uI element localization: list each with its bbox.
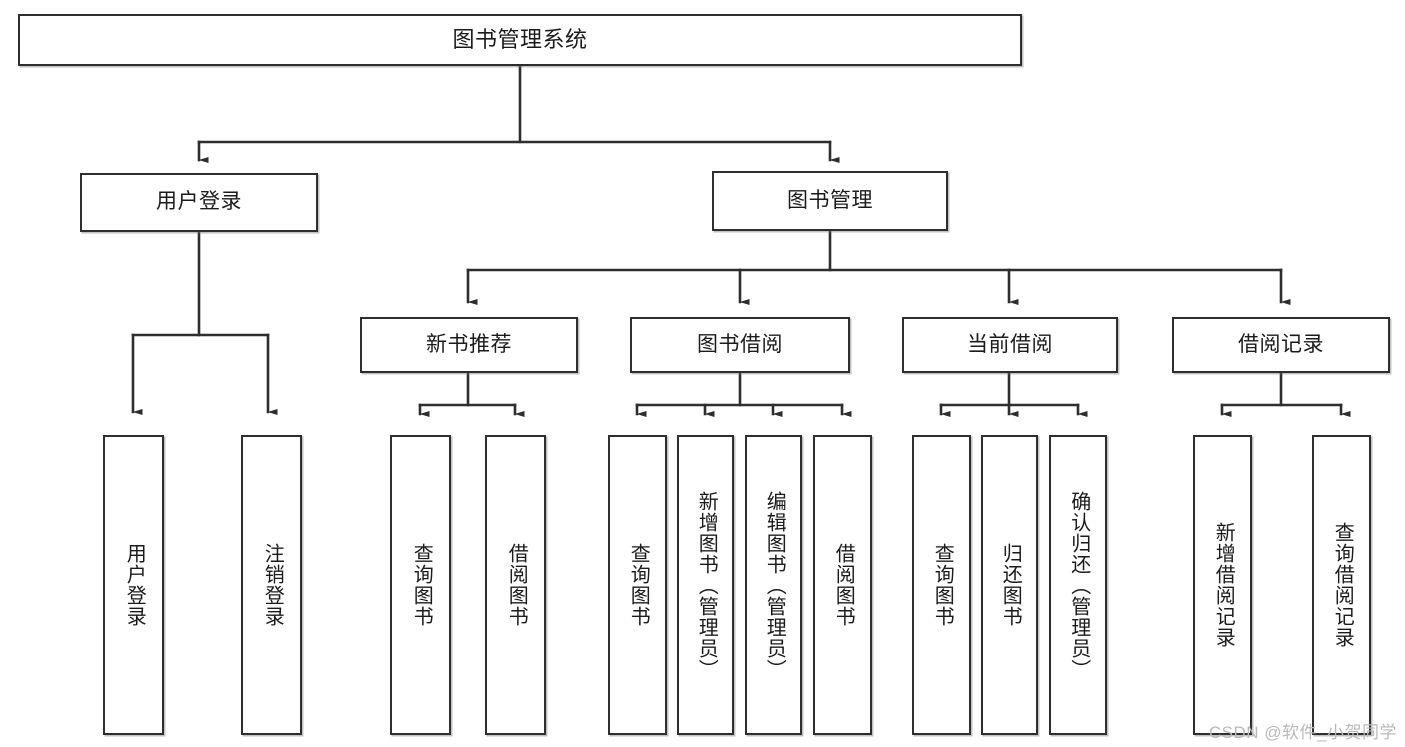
node-leaf-query-book-1[interactable]: 查询图书 [390,435,451,735]
node-leaf-logout-label: 注销登录 [261,543,284,627]
node-leaf-add-book-label: 新增图书（管理员） [695,490,718,680]
node-leaf-user-login[interactable]: 用户登录 [103,435,164,735]
node-user-login-label: 用户登录 [156,190,242,214]
node-borrow-record-label: 借阅记录 [1238,332,1324,356]
node-leaf-query-book-2-label: 查询图书 [627,543,650,627]
node-leaf-edit-book[interactable]: 编辑图书（管理员） [745,435,802,735]
node-leaf-add-book[interactable]: 新增图书（管理员） [677,435,734,735]
node-leaf-add-record[interactable]: 新增借阅记录 [1193,435,1252,735]
node-new-book-rec[interactable]: 新书推荐 [360,317,578,373]
node-leaf-query-record[interactable]: 查询借阅记录 [1312,435,1371,735]
csdn-watermark: CSDN @软件_小贺同学 [1208,723,1397,742]
node-book-borrow[interactable]: 图书借阅 [630,317,850,373]
node-book-manage[interactable]: 图书管理 [712,171,948,231]
node-leaf-borrow-book-1[interactable]: 借阅图书 [485,435,546,735]
node-leaf-edit-book-label: 编辑图书（管理员） [763,490,786,680]
node-leaf-logout[interactable]: 注销登录 [241,435,302,735]
node-current-borrow-label: 当前借阅 [967,332,1053,356]
node-leaf-query-book-3-label: 查询图书 [931,543,954,627]
node-user-login[interactable]: 用户登录 [80,173,318,232]
node-book-borrow-label: 图书借阅 [697,332,783,356]
node-borrow-record[interactable]: 借阅记录 [1172,317,1390,373]
node-leaf-add-record-label: 新增借阅记录 [1212,522,1235,648]
node-leaf-return-book[interactable]: 归还图书 [981,435,1038,735]
node-book-manage-label: 图书管理 [787,188,873,212]
node-leaf-query-record-label: 查询借阅记录 [1331,522,1354,648]
node-current-borrow[interactable]: 当前借阅 [902,317,1118,373]
node-leaf-return-book-label: 归还图书 [999,543,1022,627]
node-leaf-confirm-return[interactable]: 确认归还（管理员） [1049,435,1107,735]
node-leaf-borrow-book-1-label: 借阅图书 [505,543,528,627]
node-leaf-query-book-3[interactable]: 查询图书 [912,435,971,735]
node-root-label: 图书管理系统 [452,27,588,53]
node-leaf-borrow-book-2-label: 借阅图书 [832,543,855,627]
node-new-book-rec-label: 新书推荐 [426,332,512,356]
node-leaf-borrow-book-2[interactable]: 借阅图书 [813,435,872,735]
node-leaf-query-book-1-label: 查询图书 [410,543,433,627]
node-leaf-confirm-return-label: 确认归还（管理员） [1067,490,1090,680]
node-leaf-user-login-label: 用户登录 [123,543,146,627]
node-root[interactable]: 图书管理系统 [18,14,1022,66]
node-leaf-query-book-2[interactable]: 查询图书 [608,435,667,735]
